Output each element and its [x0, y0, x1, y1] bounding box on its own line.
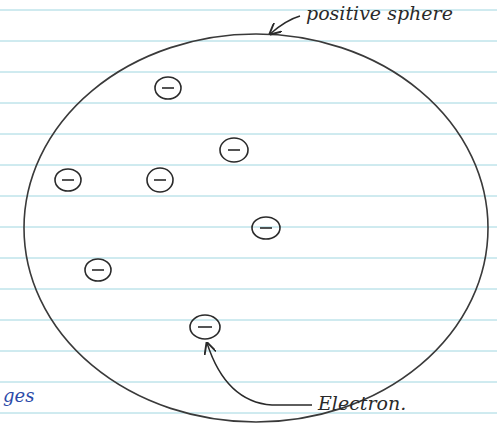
margin-note: ges [3, 386, 34, 406]
positive-sphere [24, 34, 488, 422]
electrons [55, 77, 280, 339]
leader-line [270, 16, 300, 34]
sphere-label: positive sphere [306, 3, 453, 24]
electron-label: Electron. [318, 393, 406, 414]
leader-line [207, 343, 312, 405]
paper-rules [0, 10, 497, 413]
